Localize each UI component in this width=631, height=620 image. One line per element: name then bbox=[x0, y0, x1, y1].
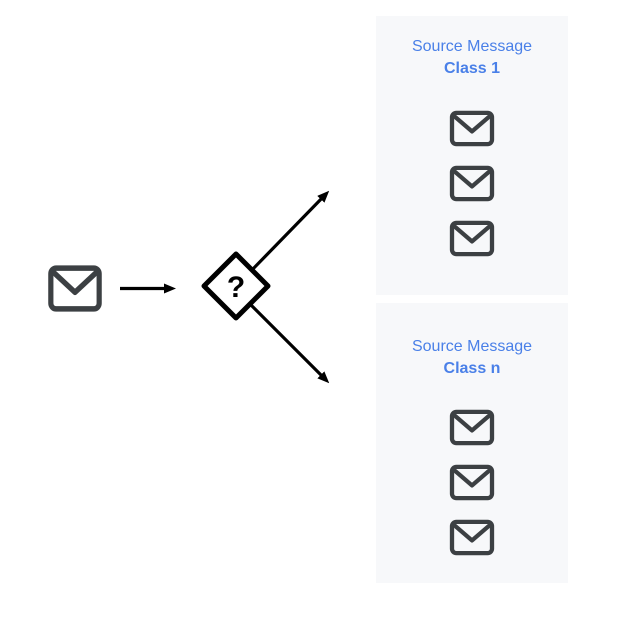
mail-icon bbox=[449, 464, 495, 501]
mail-icon bbox=[449, 165, 495, 202]
message-stack bbox=[448, 109, 496, 258]
mail-icon bbox=[449, 409, 495, 446]
panel-class-label: Class 1 bbox=[443, 60, 501, 77]
branch-arrow-up bbox=[248, 190, 330, 274]
mail-icon bbox=[449, 519, 495, 556]
branch-arrow-down bbox=[248, 302, 330, 384]
panel-title: Source Message bbox=[411, 338, 533, 355]
class-1-panel: Source Message Class 1 bbox=[376, 16, 568, 295]
mail-icon bbox=[449, 110, 495, 147]
decision-question-mark: ? bbox=[226, 271, 246, 304]
input-mail-icon bbox=[48, 265, 102, 312]
mail-icon bbox=[449, 220, 495, 257]
panel-class-label: Class n bbox=[443, 360, 501, 377]
class-n-panel: Source Message Class n bbox=[376, 303, 568, 583]
panel-title: Source Message bbox=[411, 38, 533, 55]
decision-diamond-icon bbox=[201, 251, 271, 321]
message-stack bbox=[448, 408, 496, 557]
